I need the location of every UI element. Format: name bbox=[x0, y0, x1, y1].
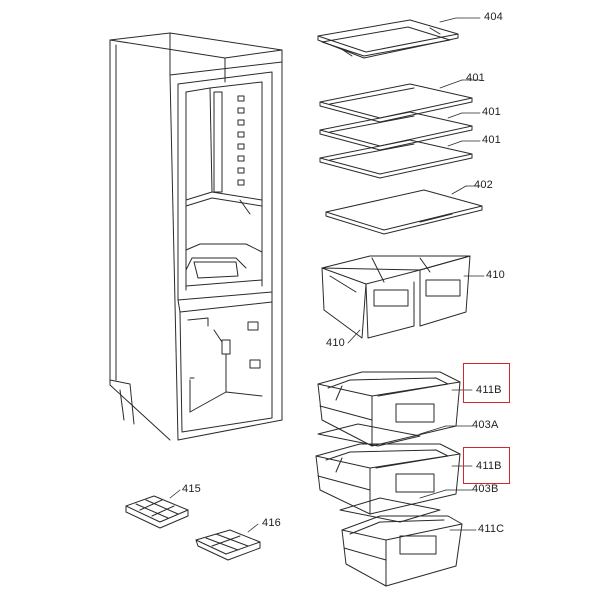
part-403B-plate bbox=[339, 497, 441, 523]
label-401-bottom: 401 bbox=[482, 134, 501, 146]
part-403A-plate bbox=[317, 423, 421, 447]
label-410-right: 410 bbox=[486, 269, 505, 281]
part-415-ice-tray bbox=[125, 495, 189, 529]
label-410-left: 410 bbox=[326, 337, 345, 349]
label-404: 404 bbox=[484, 11, 503, 23]
label-411B-lower: 411B bbox=[476, 460, 502, 472]
label-401-middle: 401 bbox=[482, 106, 501, 118]
part-411C-drawer-bottom bbox=[341, 515, 463, 587]
cabinet-front-frame bbox=[169, 61, 283, 441]
part-411B-drawer-upper bbox=[317, 371, 461, 447]
part-416-ice-cube-tray bbox=[195, 529, 261, 561]
part-404-top-shelf bbox=[317, 19, 459, 59]
label-415: 415 bbox=[182, 483, 201, 495]
label-401-top: 401 bbox=[466, 72, 485, 84]
highlight-box-411B-upper bbox=[463, 363, 510, 403]
cabinet-top bbox=[109, 32, 283, 59]
part-401-shelf-3 bbox=[319, 139, 473, 179]
label-403A: 403A bbox=[472, 419, 499, 431]
fridge-compartment-opening bbox=[177, 71, 273, 301]
label-416: 416 bbox=[262, 517, 281, 529]
leader-lines bbox=[169, 17, 485, 533]
part-401-shelf-1 bbox=[319, 83, 473, 123]
fridge-cabinet bbox=[109, 32, 283, 441]
highlight-box-411B-lower bbox=[463, 447, 510, 484]
label-403B: 403B bbox=[472, 483, 499, 495]
label-411C: 411C bbox=[478, 523, 505, 535]
part-402-crisper-cover bbox=[325, 189, 483, 235]
part-411B-drawer-lower bbox=[315, 443, 461, 515]
freezer-compartment-opening bbox=[179, 301, 273, 433]
label-411B-upper: 411B bbox=[476, 384, 502, 396]
shelf-rail-slots bbox=[237, 95, 245, 186]
label-402: 402 bbox=[474, 179, 493, 191]
part-410-crisper-drawers bbox=[321, 255, 471, 339]
